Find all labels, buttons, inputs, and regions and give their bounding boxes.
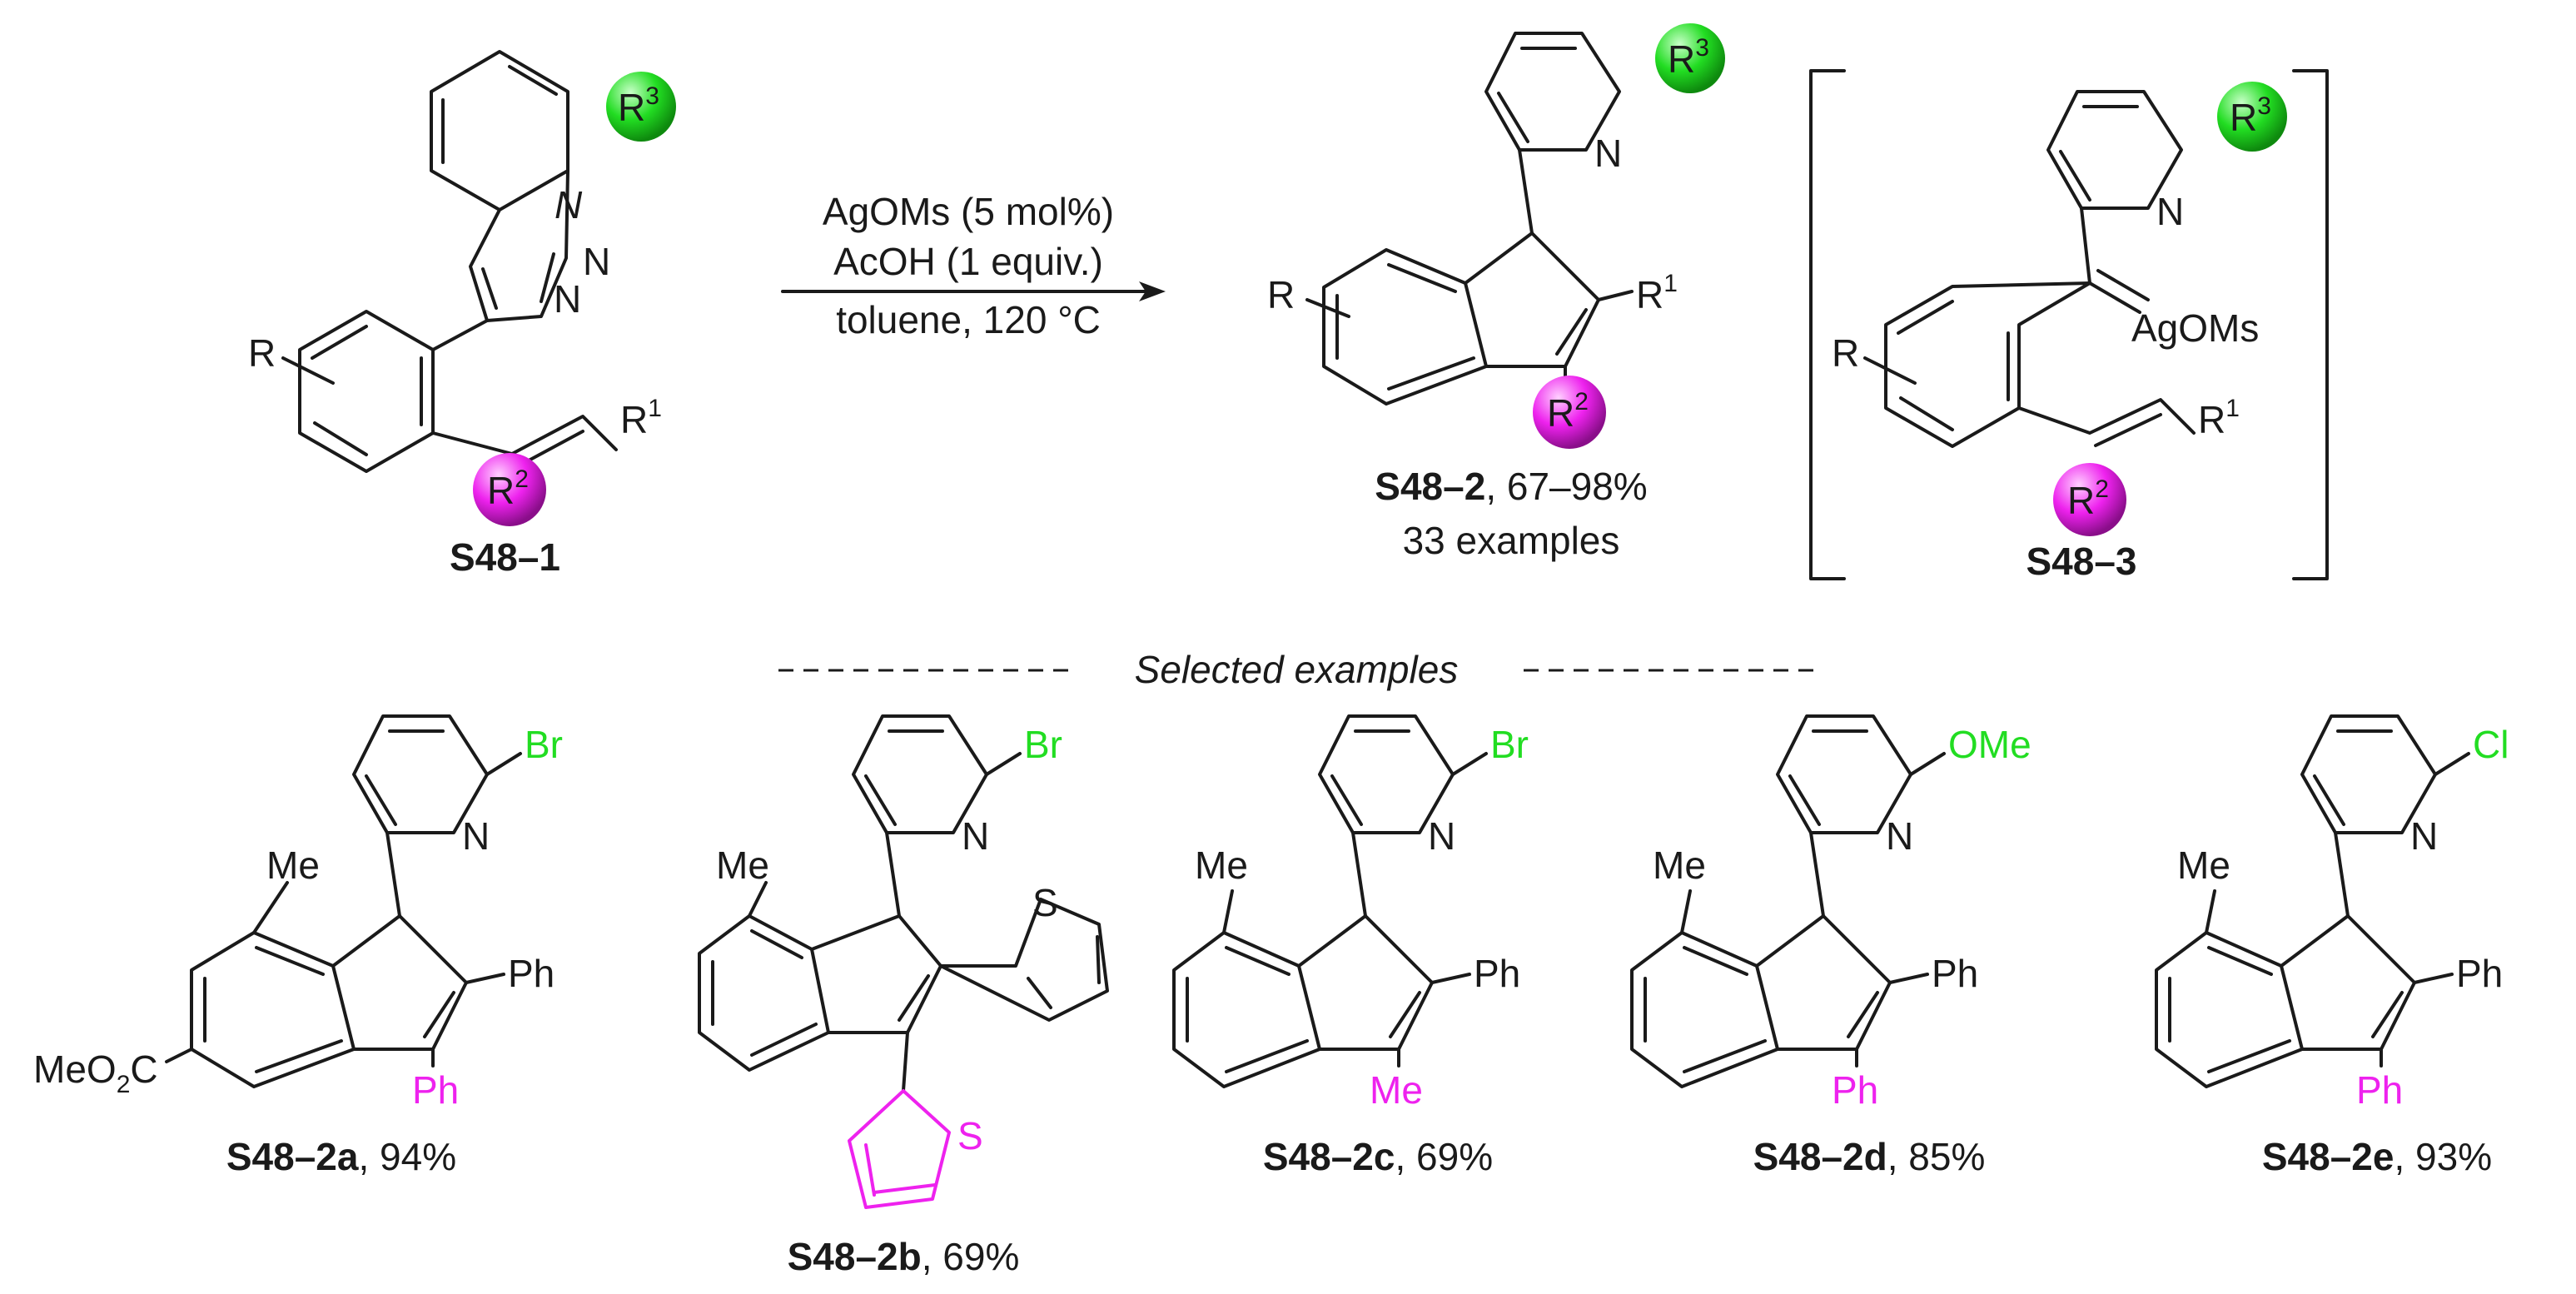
product-r-group: R	[1267, 273, 1295, 316]
intermediate-r3-sphere	[2217, 82, 2287, 152]
product-n: N	[1594, 132, 1622, 175]
example-2a-methyl: Me	[266, 844, 320, 887]
intermediate-r3: R3	[2230, 92, 2271, 139]
product-r1: R1	[1636, 270, 1678, 316]
intermediate-metal: AgOMs	[2131, 306, 2259, 350]
reaction-conditions: toluene, 120 °C	[836, 298, 1101, 341]
intermediate-n: N	[2156, 190, 2184, 233]
substrate-r2: R2	[487, 465, 529, 512]
example-2b-n: N	[962, 814, 989, 858]
selected-examples-heading: Selected examples	[1135, 648, 1459, 691]
example-2a-structure	[165, 714, 522, 1088]
example-2b-thiophene-s2: S	[957, 1114, 983, 1157]
example-2d-methyl: Me	[1653, 844, 1706, 887]
substrate-r3: R3	[618, 82, 659, 129]
example-2e-methyl: Me	[2177, 844, 2230, 887]
intermediate-r2-sphere	[2053, 463, 2126, 536]
example-2e-caption: S48–2e, 93%	[2262, 1135, 2492, 1178]
reaction-arrow	[781, 281, 1166, 301]
example-2e-r1: Ph	[2456, 952, 2503, 995]
substrate-r3-sphere	[606, 72, 676, 142]
example-2c-r2: Me	[1370, 1068, 1423, 1112]
intermediate-r2: R2	[2067, 475, 2109, 522]
example-2d-structure	[1630, 714, 1946, 1088]
substrate-label: S48–1	[450, 535, 560, 579]
example-2c-r3: Br	[1490, 723, 1529, 766]
product-r3-sphere	[1655, 23, 1725, 93]
example-2c-caption: S48–2c, 69%	[1263, 1135, 1493, 1178]
example-2a-r3: Br	[525, 723, 563, 766]
example-2a-r1: Ph	[508, 952, 554, 995]
substrate-n3: N	[554, 277, 581, 321]
example-2a-r2: Ph	[412, 1068, 459, 1112]
example-2c-r1: Ph	[1474, 952, 1520, 995]
product-yield-line: S48–2, 67–98%	[1375, 465, 1647, 508]
product-r2-sphere	[1533, 376, 1606, 449]
substrate-r-group: R	[248, 331, 276, 375]
example-2c-n: N	[1428, 814, 1455, 858]
example-2b-caption: S48–2b, 69%	[788, 1235, 1020, 1278]
example-2d-r3: OMe	[1948, 723, 2031, 766]
intermediate-r-group: R	[1832, 331, 1859, 375]
product-r3: R3	[1668, 34, 1709, 81]
substrate-r1: R1	[620, 395, 662, 441]
example-2b-structure	[698, 714, 1109, 1209]
intermediate-r1: R1	[2198, 395, 2240, 441]
example-2b-r3: Br	[1024, 723, 1062, 766]
intermediate-label: S48–3	[2026, 540, 2136, 583]
substrate-r2-sphere	[473, 453, 546, 526]
substrate-structure	[281, 50, 618, 473]
example-2a-caption: S48–2a, 94%	[226, 1135, 456, 1178]
reagent-line-1: AgOMs (5 mol%)	[823, 190, 1114, 233]
example-2d-r1: Ph	[1932, 952, 1978, 995]
example-2e-r3: Cl	[2473, 723, 2509, 766]
example-2a-ester: MeO2C	[33, 1048, 158, 1098]
example-2b-methyl: Me	[716, 844, 769, 887]
product-r2: R2	[1547, 388, 1589, 435]
example-2d-r2: Ph	[1832, 1068, 1878, 1112]
reagent-line-2: AcOH (1 equiv.)	[833, 240, 1103, 283]
example-2c-methyl: Me	[1195, 844, 1248, 887]
example-2e-n: N	[2410, 814, 2438, 858]
example-2e-structure	[2155, 714, 2470, 1088]
example-2d-n: N	[1886, 814, 1913, 858]
intermediate-structure	[1863, 90, 2196, 448]
substrate-n1: N	[554, 183, 583, 226]
example-2d-caption: S48–2d, 85%	[1753, 1135, 1986, 1178]
example-2b-thiophene-s: S	[1032, 881, 1058, 924]
product-structure	[1305, 32, 1634, 406]
product-examples-count: 33 examples	[1403, 519, 1620, 562]
example-2e-r2: Ph	[2356, 1068, 2403, 1112]
example-2a-n: N	[462, 814, 490, 858]
substrate-n2: N	[583, 240, 610, 283]
intermediate-brackets	[1809, 69, 2329, 580]
example-2c-structure	[1172, 714, 1488, 1088]
